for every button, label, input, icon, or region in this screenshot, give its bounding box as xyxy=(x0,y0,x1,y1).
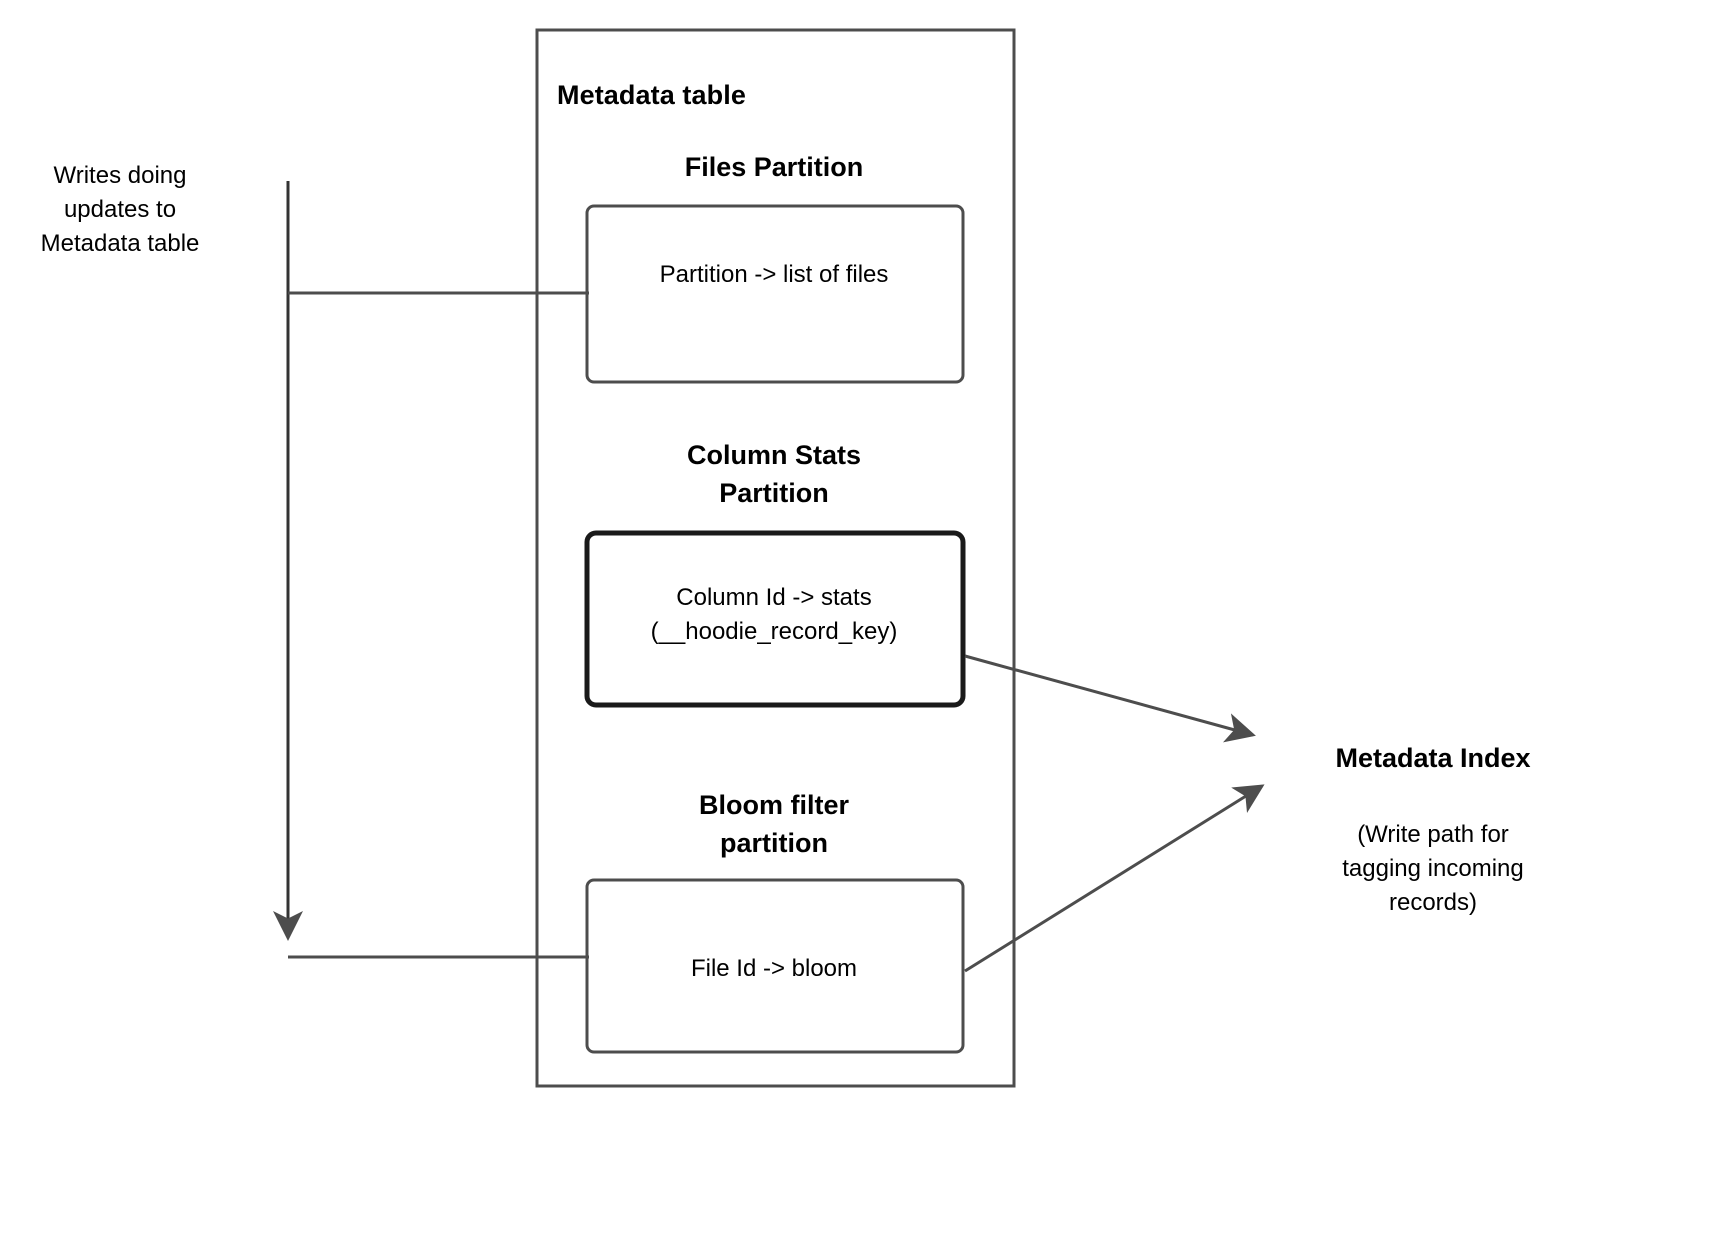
writes-doing-updates-annotation: Writes doing updates to Metadata table xyxy=(40,162,200,258)
arrow-column-stats-to-metadata-index xyxy=(964,654,1256,743)
metadata-index-note: (Write path for tagging incoming records… xyxy=(1342,821,1524,917)
files-partition-box-label: Partition -> list of files xyxy=(659,261,889,288)
files-partition-heading: Files Partition xyxy=(684,152,864,182)
arrow-bloom-filter-to-metadata-index xyxy=(964,784,1265,973)
column-stats-partition-heading: Column Stats Partition xyxy=(686,440,861,509)
files-partition-box xyxy=(585,204,965,384)
metadata-index-title: Metadata Index xyxy=(1335,743,1531,773)
bloom-filter-partition-heading: Bloom filter partition xyxy=(698,790,849,859)
metadata-table-title: Metadata table xyxy=(557,80,746,110)
metadata-table-container xyxy=(535,28,1016,1088)
bloom-filter-partition-box-label: File Id -> bloom xyxy=(690,955,858,982)
column-stats-partition-box-label: Column Id -> stats (__hoodie_record_key) xyxy=(650,584,898,645)
